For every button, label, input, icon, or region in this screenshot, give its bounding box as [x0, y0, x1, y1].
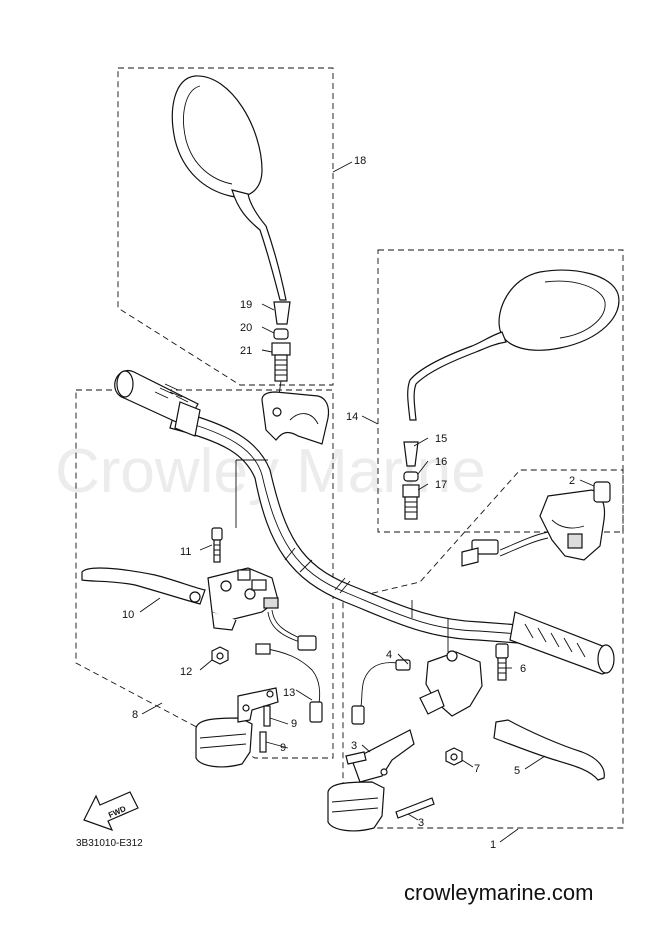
- left-switch-wire: [255, 609, 323, 723]
- right-brake-lever: [493, 719, 605, 781]
- callout-3b: 3: [418, 817, 424, 829]
- callout-6: 6: [520, 663, 526, 675]
- callout-17: 17: [435, 479, 447, 491]
- callout-4: 4: [386, 649, 392, 661]
- callout-10: 10: [122, 609, 134, 621]
- site-url[interactable]: crowleymarine.com: [404, 880, 594, 905]
- callout-12: 12: [180, 666, 192, 678]
- callout-9a: 9: [291, 718, 297, 730]
- callout-5: 5: [514, 765, 520, 777]
- callout-1: 1: [490, 839, 496, 851]
- callout-19: 19: [240, 299, 252, 311]
- mirror-right-assembly-box: [377, 249, 624, 533]
- right-grip: [509, 611, 615, 675]
- left-turn-signal: [195, 687, 279, 768]
- left-lever: [81, 567, 206, 605]
- right-nut: [445, 747, 463, 766]
- right-mirror-hardware: [402, 441, 420, 520]
- callout-11: 11: [180, 546, 191, 558]
- callout-2: 2: [569, 475, 575, 487]
- right-bolt: [495, 643, 509, 681]
- right-brake-assembly: [351, 650, 483, 725]
- document-code: 3B31010-E312: [76, 838, 143, 849]
- right-turn-signal: [327, 729, 435, 832]
- left-mirror-hardware: [271, 301, 291, 403]
- right-mirror: [407, 269, 620, 421]
- right-switch-housing: [461, 481, 611, 567]
- callout-20: 20: [240, 322, 252, 334]
- left-nut: [211, 646, 229, 665]
- callout-3a: 3: [351, 740, 357, 752]
- callouts: 18 19 20 21 14 15 16 17 2 11 10 12 13 9 …: [122, 155, 575, 851]
- callout-21: 21: [240, 345, 252, 357]
- leader-lines: [139, 161, 595, 843]
- left-mirror: [171, 75, 287, 301]
- callout-9b: 9: [280, 742, 286, 754]
- callout-13: 13: [283, 687, 295, 699]
- callout-8: 8: [132, 709, 138, 721]
- callout-7: 7: [474, 763, 480, 775]
- left-grip: [114, 369, 201, 437]
- left-clamp: [261, 391, 330, 445]
- callout-15: 15: [435, 433, 447, 445]
- callout-14: 14: [346, 411, 358, 423]
- left-control-assembly-box: [75, 389, 334, 759]
- left-bolt: [211, 527, 223, 563]
- fwd-arrow: FWD: [83, 791, 139, 832]
- callout-18: 18: [354, 155, 366, 167]
- left-bracket: [207, 567, 279, 631]
- callout-16: 16: [435, 456, 447, 468]
